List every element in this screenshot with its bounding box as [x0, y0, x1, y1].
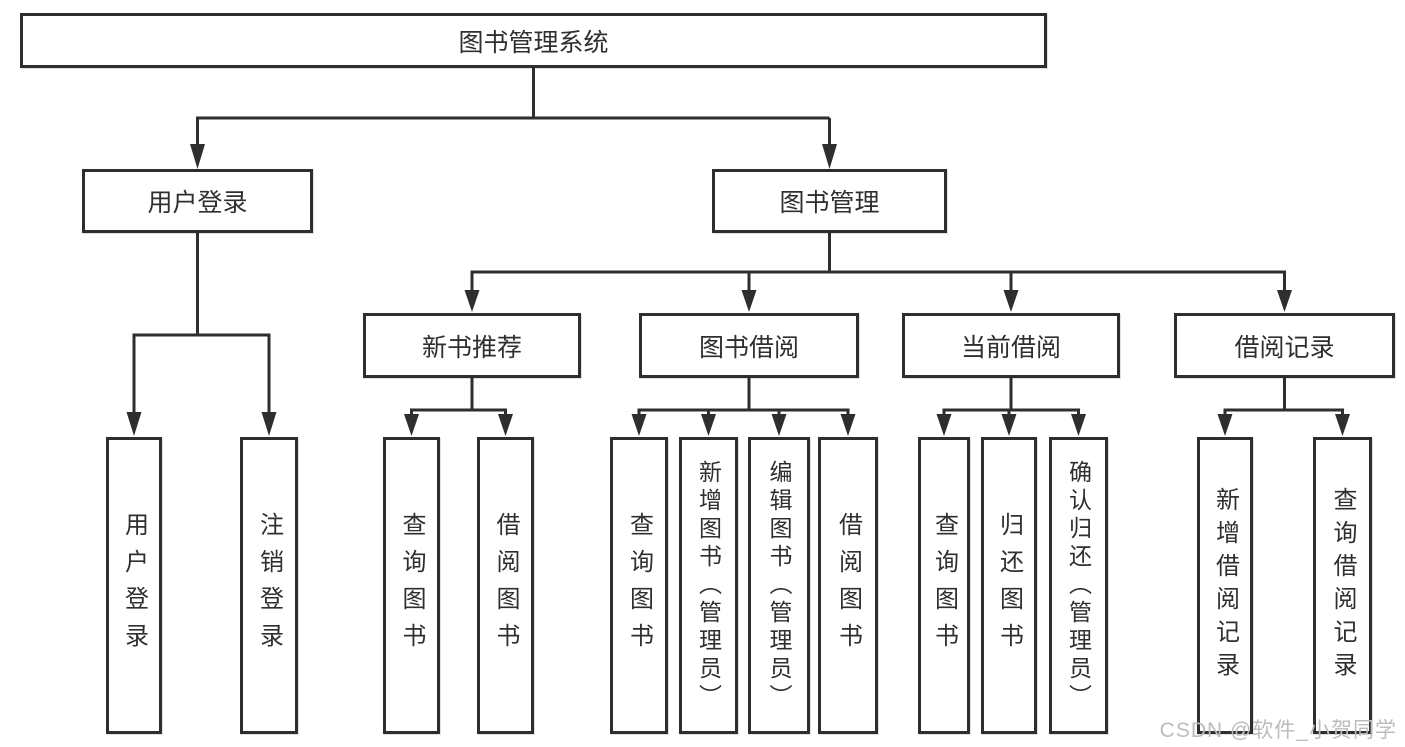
edge-book-mgmt-to-level2 [470, 233, 1286, 292]
arrowheads [126, 144, 1350, 436]
node-new-book-recommend: 新书推荐 [363, 313, 581, 378]
node-borrow-records: 借阅记录 [1174, 313, 1395, 378]
node-book-management: 图书管理 [712, 169, 947, 233]
leaf-add-books-admin: 新增图书（管理员） [679, 437, 738, 734]
watermark: CSDN @软件_小贺同学 [1159, 719, 1397, 742]
edge-new-book-to-leaves [410, 378, 507, 417]
edge-user-login-to-leaves [132, 233, 271, 414]
leaf-search-books: 查询图书 [610, 437, 668, 734]
leaf-borrow-books: 借阅图书 [818, 437, 878, 734]
leaf-confirm-return-admin: 确认归还（管理员） [1049, 437, 1108, 734]
leaf-logout: 注销登录 [240, 437, 298, 734]
leaf-borrow-books: 借阅图书 [477, 437, 534, 734]
leaf-edit-books-admin: 编辑图书（管理员） [748, 437, 810, 734]
node-user-login: 用户登录 [82, 169, 313, 233]
leaf-return-books: 归还图书 [981, 437, 1037, 734]
edge-current-borrow-to-leaves [942, 378, 1080, 417]
node-current-borrowing: 当前借阅 [902, 313, 1120, 378]
leaf-search-books: 查询图书 [918, 437, 970, 734]
leaf-search-borrow-record: 查询借阅记录 [1313, 437, 1372, 734]
edge-borrow-records-to-leaves [1223, 378, 1344, 417]
node-book-borrowing: 图书借阅 [639, 313, 859, 378]
edge-book-borrow-to-leaves [637, 378, 850, 417]
edge-root-to-level1 [196, 68, 831, 146]
leaf-add-borrow-record: 新增借阅记录 [1197, 437, 1253, 734]
node-library-system: 图书管理系统 [20, 13, 1047, 68]
leaf-user-login: 用户登录 [106, 437, 162, 734]
leaf-search-books: 查询图书 [383, 437, 440, 734]
